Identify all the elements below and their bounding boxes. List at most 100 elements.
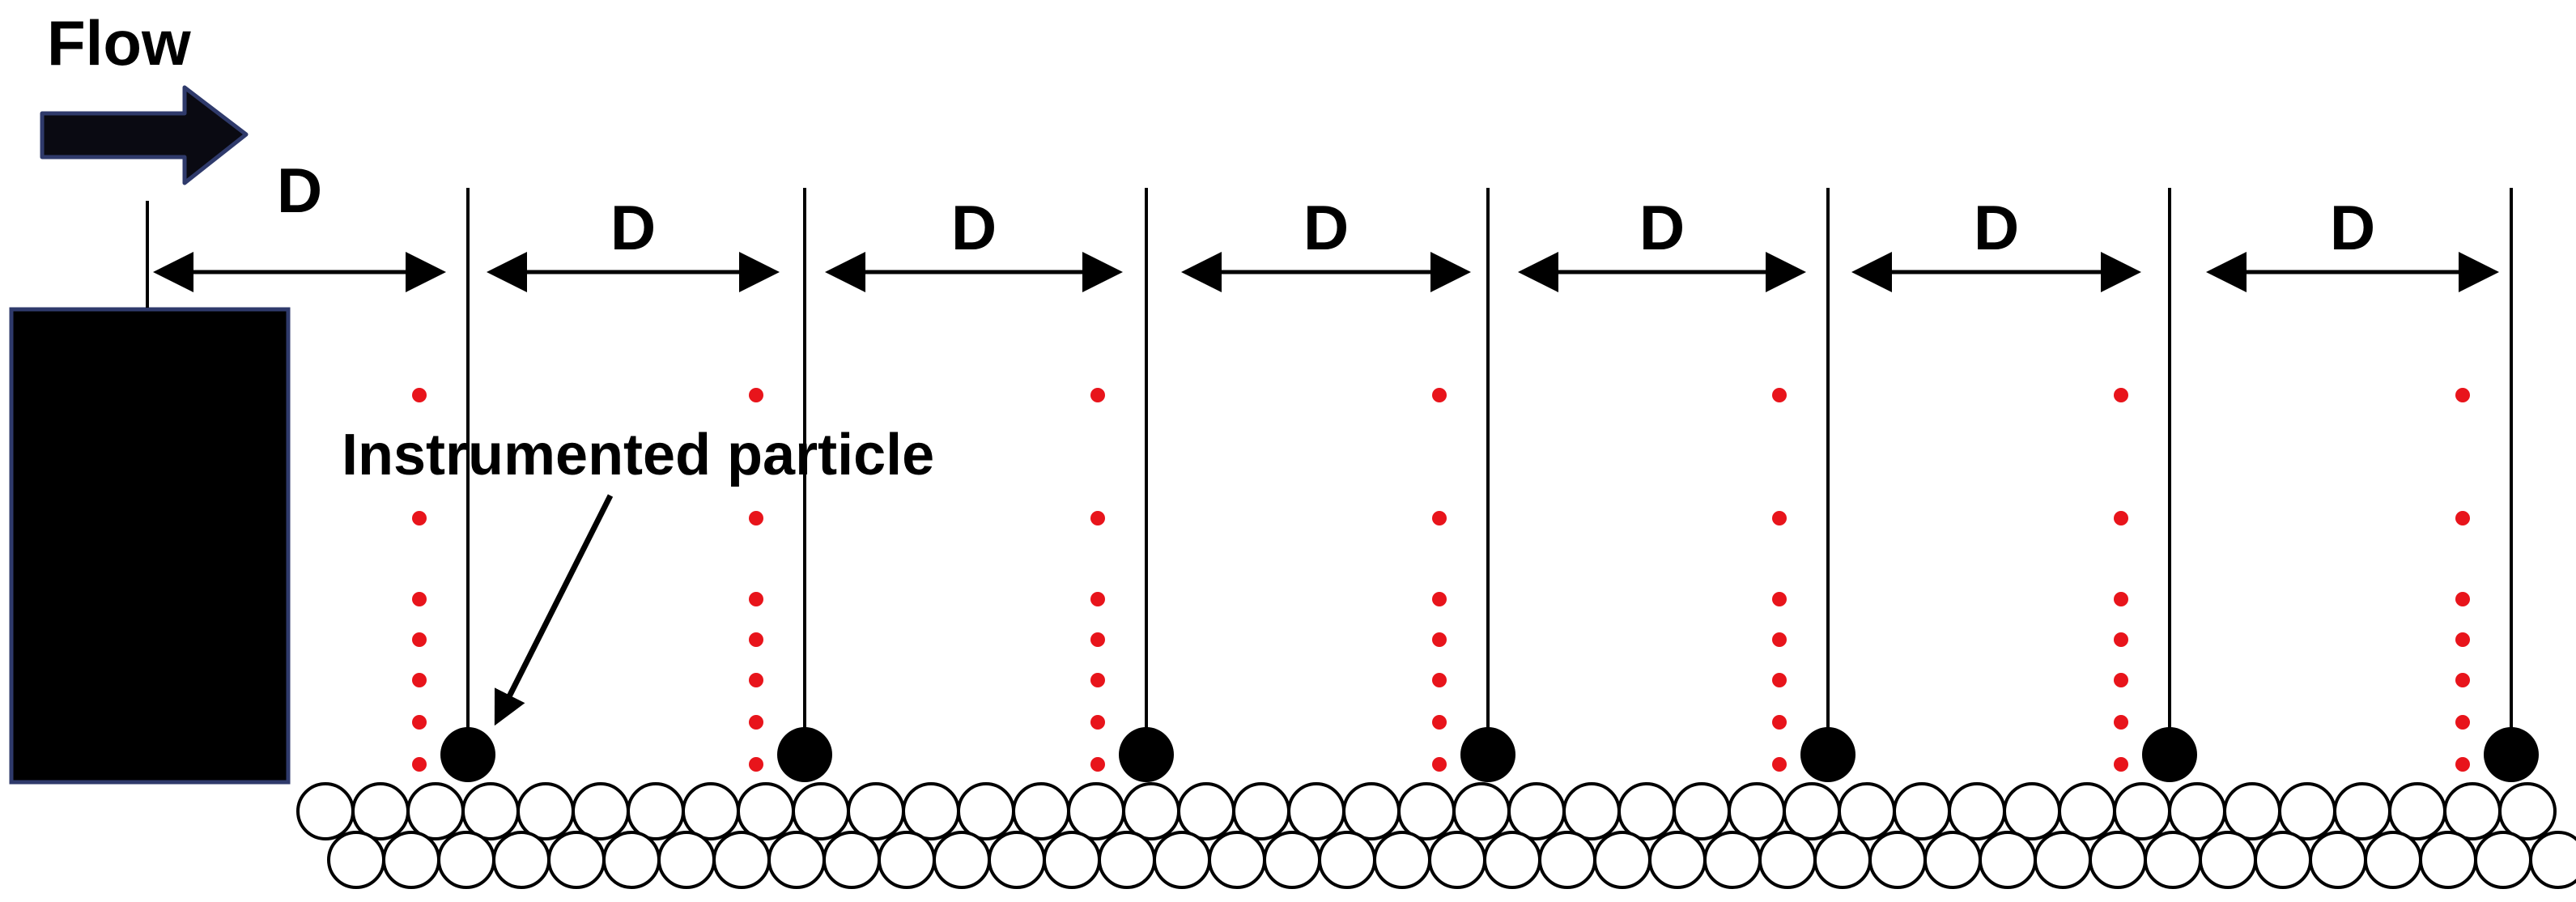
bed-grain	[2333, 782, 2391, 840]
bed-grain	[1098, 831, 1156, 889]
bed-grain	[2199, 831, 2257, 889]
bed-grain	[382, 831, 440, 889]
bed-grain	[1813, 831, 1872, 889]
probe-point	[1432, 673, 1447, 687]
bed-grain	[627, 782, 685, 840]
probe-point	[1432, 757, 1447, 772]
bed-grain	[602, 831, 661, 889]
probe-point	[1772, 632, 1787, 647]
bed-grain	[2223, 782, 2281, 840]
probe-point	[2455, 715, 2470, 730]
bed-grain	[572, 782, 630, 840]
bed-grain	[2498, 782, 2557, 840]
bed-grain	[737, 782, 795, 840]
bed-grain	[1342, 782, 1401, 840]
bed-grain	[2003, 782, 2061, 840]
probe-point	[1432, 715, 1447, 730]
bed-grain	[1452, 782, 1511, 840]
spacing-label: D	[1303, 192, 1349, 263]
probe-point	[749, 592, 763, 606]
probe-point	[2455, 632, 2470, 647]
probe-point	[2455, 757, 2470, 772]
spacing-label: D	[1639, 192, 1685, 263]
spacing-label: D	[951, 192, 997, 263]
instrumented-particle	[1460, 727, 1515, 782]
probe-point	[1090, 757, 1105, 772]
callout-label: Instrumented particle	[342, 423, 934, 487]
bed-grain	[2058, 782, 2116, 840]
probe-point	[1090, 388, 1105, 402]
bed-grain	[2529, 831, 2576, 889]
bed-grain	[1593, 831, 1651, 889]
bed-grain	[1208, 831, 1266, 889]
probe-point	[2114, 511, 2128, 525]
probe-point	[2114, 673, 2128, 687]
probe-point	[412, 757, 427, 772]
bed-grain	[2278, 782, 2336, 840]
bed-grain	[1287, 782, 1345, 840]
bed-grain	[2309, 831, 2367, 889]
probe-point	[749, 388, 763, 402]
probe-point	[749, 673, 763, 687]
probe-point	[2114, 757, 2128, 772]
bed-grain	[2034, 831, 2092, 889]
bed-grain	[1979, 831, 2037, 889]
bed-grain	[2388, 782, 2446, 840]
bed-grain	[1153, 831, 1211, 889]
probe-point	[1772, 511, 1787, 525]
bed-grain	[2168, 782, 2226, 840]
probe-point	[2114, 592, 2128, 606]
probe-point	[1772, 592, 1787, 606]
bed-grain	[847, 782, 905, 840]
probe-point	[1432, 511, 1447, 525]
probe-point	[412, 715, 427, 730]
bed-grain	[1428, 831, 1486, 889]
bed-grain	[792, 782, 850, 840]
bed-grain	[2254, 831, 2312, 889]
bed-grain	[1783, 782, 1841, 840]
spacing-label: D	[277, 155, 322, 226]
bed-grain	[1703, 831, 1762, 889]
spacing-label: D	[2330, 192, 2375, 263]
bed-grain	[1948, 782, 2006, 840]
bed-grain	[1868, 831, 1927, 889]
bed-grain	[1397, 782, 1456, 840]
probe-point	[412, 511, 427, 525]
bed-grain	[1318, 831, 1376, 889]
bed-grain	[1232, 782, 1290, 840]
bed-grain	[1507, 782, 1566, 840]
bed-grain	[406, 782, 465, 840]
sediment-bed	[296, 782, 2576, 889]
bed-grain	[2144, 831, 2202, 889]
probe-point	[749, 715, 763, 730]
bed-grain	[327, 831, 385, 889]
probe-point	[1090, 673, 1105, 687]
probe-point	[412, 673, 427, 687]
instrumented-particle	[1119, 727, 1174, 782]
bed-grain	[2443, 782, 2502, 840]
bed-grain	[1043, 831, 1101, 889]
probe-point	[2455, 511, 2470, 525]
probe-point	[1772, 388, 1787, 402]
probe-point	[2455, 673, 2470, 687]
probe-point	[1772, 715, 1787, 730]
bed-grain	[767, 831, 826, 889]
bed-grain	[1122, 782, 1180, 840]
bed-grain	[1893, 782, 1951, 840]
bed-grain	[2419, 831, 2477, 889]
bed-grain	[492, 831, 550, 889]
probe-point	[1090, 632, 1105, 647]
instrumented-particle	[2142, 727, 2197, 782]
bed-grain	[1373, 831, 1431, 889]
bed-grain	[1263, 831, 1321, 889]
bed-grain	[1673, 782, 1731, 840]
probe-point	[1772, 757, 1787, 772]
probe-point	[1432, 592, 1447, 606]
probe-point	[1090, 511, 1105, 525]
bed-grain	[712, 831, 771, 889]
probe-point	[2455, 388, 2470, 402]
bed-grain	[437, 831, 495, 889]
